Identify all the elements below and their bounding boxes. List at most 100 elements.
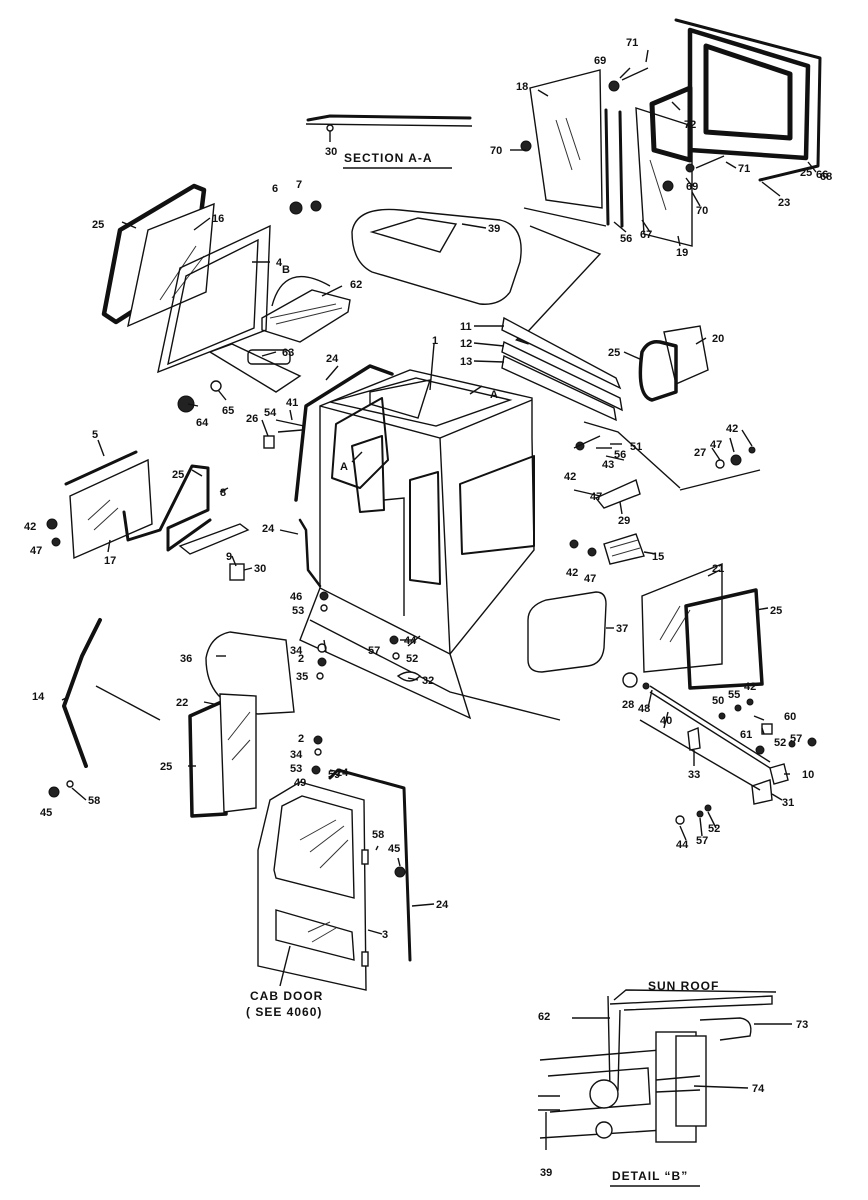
label-58-left: 58 <box>88 795 100 807</box>
label-42-lower: 42 <box>566 567 578 579</box>
label-62: 62 <box>350 279 362 291</box>
label-71-top: 71 <box>626 37 638 49</box>
label-46: 46 <box>290 591 302 603</box>
label-25-mirror: 25 <box>608 347 620 359</box>
section-caption: SECTION A-A <box>344 151 433 165</box>
braces <box>473 316 623 422</box>
label-3: 3 <box>382 929 388 941</box>
label-6: 6 <box>272 183 278 195</box>
label-34-upper: 34 <box>290 645 303 657</box>
label-18: 18 <box>516 81 528 93</box>
label-42-left: 42 <box>24 521 36 533</box>
left-side-window: B <box>101 183 322 374</box>
label-19: 19 <box>676 247 688 259</box>
label-39-roof: 39 <box>488 223 500 235</box>
label-52-lower: 52 <box>708 823 720 835</box>
main-cab-frame: A A <box>294 364 561 721</box>
label-4: 4 <box>276 257 283 269</box>
label-28: 28 <box>622 699 634 711</box>
label-44-lower: 44 <box>676 839 689 851</box>
label-12: 12 <box>460 338 472 350</box>
label-47-mid: 47 <box>590 491 602 503</box>
label-51: 51 <box>630 441 642 453</box>
label-56-rear: 56 <box>620 233 632 245</box>
label-72: 72 <box>684 119 696 131</box>
detail-b-caption: DETAIL “B” <box>612 1169 688 1183</box>
right-lower-hardware <box>622 672 817 825</box>
label-38: 30 <box>325 146 337 158</box>
label-53-lower: 53 <box>290 763 302 775</box>
label-24-aux: 24 <box>336 767 349 779</box>
label-45-door: 45 <box>388 843 400 855</box>
label-52-center: 52 <box>406 653 418 665</box>
label-34-lower: 34 <box>290 749 303 761</box>
label-17: 17 <box>104 555 116 567</box>
label-29: 29 <box>618 515 630 527</box>
label-53-upper: 53 <box>292 605 304 617</box>
label-41: 41 <box>286 397 298 409</box>
label-73: 73 <box>796 1019 808 1031</box>
cab-door-see: ( SEE 4060) <box>246 1005 322 1019</box>
section-a-a: 30 SECTION A-A <box>305 114 473 169</box>
label-70-right: 70 <box>696 205 708 217</box>
cab-door: CAB DOOR ( SEE 4060) <box>246 735 412 1019</box>
label-49: 49 <box>294 777 306 789</box>
label-59: 59 <box>328 769 340 781</box>
label-50: 50 <box>712 695 724 707</box>
label-25-right: 25 <box>770 605 782 617</box>
label-2-lower: 2 <box>298 733 304 745</box>
label-74: 74 <box>752 1083 765 1095</box>
label-57-right: 57 <box>790 733 802 745</box>
label-60: 60 <box>784 711 796 723</box>
label-20: 20 <box>712 333 724 345</box>
label-25-left: 25 <box>172 469 184 481</box>
label-2-upper: 2 <box>298 653 304 665</box>
label-37: 37 <box>616 623 628 635</box>
label-5: 5 <box>92 429 98 441</box>
label-7: 7 <box>296 179 302 191</box>
label-43: 43 <box>602 459 614 471</box>
label-42-mid: 42 <box>564 471 576 483</box>
label-40: 40 <box>660 715 672 727</box>
label-48: 48 <box>638 703 650 715</box>
label-15: 15 <box>652 551 664 563</box>
detail-b: SUN ROOF DETAIL “B” <box>538 979 792 1187</box>
label-71-right: 71 <box>738 163 750 175</box>
label-22: 22 <box>176 697 188 709</box>
label-14: 14 <box>32 691 45 703</box>
label-69-top: 69 <box>594 55 606 67</box>
label-39-detail: 39 <box>540 1167 552 1179</box>
label-23: 23 <box>778 197 790 209</box>
label-56-right: 56 <box>614 449 626 461</box>
label-13: 13 <box>460 356 472 368</box>
label-32: 32 <box>422 675 434 687</box>
label-52-right: 52 <box>774 737 786 749</box>
label-36: 36 <box>180 653 192 665</box>
label-70-left: 70 <box>490 145 502 157</box>
label-61: 61 <box>740 729 752 741</box>
label-64: 64 <box>196 417 209 429</box>
label-9: 9 <box>226 551 232 563</box>
roof-panel <box>351 208 522 305</box>
label-69-lower: 69 <box>686 181 698 193</box>
label-31: 31 <box>782 797 794 809</box>
label-47-right: 47 <box>710 439 722 451</box>
label-47-lower: 47 <box>584 573 596 585</box>
label-25-rear: 25 <box>800 167 812 179</box>
label-1: 1 <box>432 335 438 347</box>
label-27: 27 <box>694 447 706 459</box>
label-66: 66 <box>816 169 828 181</box>
label-47-left: 47 <box>30 545 42 557</box>
leader-lines <box>61 49 817 935</box>
rear-window-assembly <box>515 18 822 345</box>
mirror-housing <box>638 325 709 402</box>
right-side-parts <box>527 421 764 690</box>
marker-b: B <box>282 264 290 276</box>
label-44-center: 44 <box>404 635 417 647</box>
label-25-lower: 25 <box>160 761 172 773</box>
label-30: 30 <box>254 563 266 575</box>
sun-roof-caption: SUN ROOF <box>648 979 719 993</box>
label-54: 54 <box>264 407 277 419</box>
cab-door-caption: CAB DOOR <box>250 989 323 1003</box>
